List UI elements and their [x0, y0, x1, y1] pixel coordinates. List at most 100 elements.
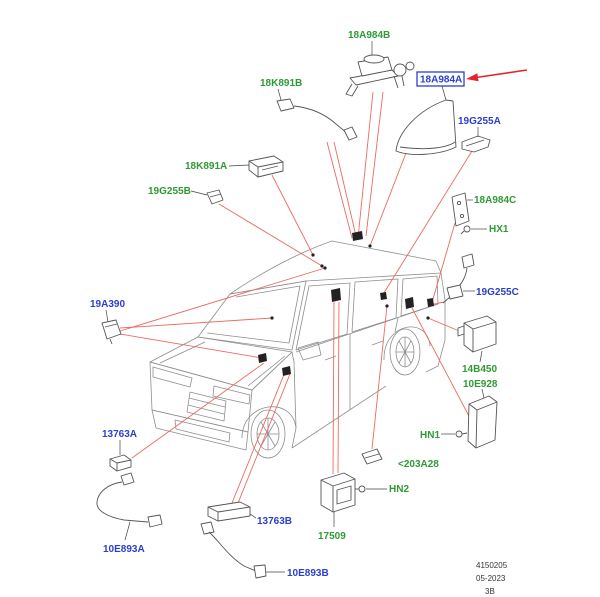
callout-19a390: 19A390: [90, 299, 125, 310]
callout-hn2: HN2: [389, 484, 409, 495]
car-windshield-inner: [206, 285, 301, 344]
leader-line: [231, 371, 286, 504]
part-19a390-stub: [104, 323, 118, 345]
part-19a390-body: [101, 319, 122, 340]
mount-point: [323, 266, 327, 270]
callout-18a984a: 18A984A: [420, 75, 462, 86]
car-roof: [229, 240, 442, 295]
callout-13763b: 13763B: [257, 516, 292, 527]
car-door-handles: [324, 340, 384, 361]
part-18a984c-bracket: [451, 192, 470, 227]
callout-18a984b: 18A984B: [348, 30, 390, 41]
car-rear-window: [351, 278, 399, 333]
part-18k891b: [276, 98, 358, 141]
mounting-points: [258, 231, 434, 376]
part-10e893b-harness: [200, 521, 267, 579]
part-hx1-screw: [460, 225, 471, 235]
leader-line: [131, 362, 265, 459]
part-17509-module: [320, 472, 356, 513]
part-19g255c: [442, 253, 475, 304]
part-19g255a-detail: [465, 139, 485, 147]
leader-line: [332, 301, 335, 475]
callout-19g255c: 19G255C: [476, 287, 519, 298]
car-front-bumper: [151, 409, 249, 451]
harness-connector: [253, 564, 267, 579]
pointer-line: [105, 309, 109, 323]
part-17509-edges: [320, 478, 356, 512]
part-17509-body: [320, 472, 356, 513]
leader-line: [119, 267, 326, 332]
mount-point: [385, 304, 389, 308]
part-13763a-body: [109, 454, 132, 472]
leader-line: [381, 150, 473, 297]
leader-line: [119, 317, 273, 329]
leader-line: [271, 174, 314, 256]
leader-line: [371, 305, 388, 450]
part-203a28-detail: [364, 453, 380, 459]
part-18a984c-hole: [456, 200, 462, 206]
callout-203a28: <203A28: [398, 459, 439, 470]
car-front-window: [295, 282, 351, 351]
pointer-line: [249, 513, 257, 519]
part-hn1-screw: [455, 430, 468, 438]
part-19g255b-body: [206, 189, 224, 205]
car-windshield: [197, 280, 307, 351]
part-10e928-module: [467, 395, 498, 449]
leader-line: [365, 91, 384, 237]
highlight-arrow: [466, 69, 528, 82]
pointer-line: [441, 85, 447, 101]
part-18a984b-bracket: [345, 75, 405, 97]
leader-line: [337, 301, 340, 474]
callout-labels: 18A984B 18A984A 18K891B 19G255A 18K891A …: [90, 30, 519, 579]
leader-line: [411, 307, 471, 419]
callout-18k891a: 18K891A: [185, 161, 227, 172]
callout-18a984c: 18A984C: [474, 195, 516, 206]
leader-line: [326, 141, 353, 239]
part-13763a-edges: [109, 458, 132, 471]
mount-bracket: [331, 288, 341, 302]
part-18k891b-cable: [293, 105, 349, 135]
pointer-line: [228, 164, 250, 167]
screw-shaft: [460, 230, 465, 235]
part-19g255c-connector: [461, 253, 475, 269]
callout-hn1: HN1: [420, 430, 440, 441]
car-front-wheel-arch: [241, 406, 297, 439]
part-14b450-module: [457, 315, 497, 353]
mount-connector: [380, 292, 387, 300]
harness-cable: [96, 481, 149, 523]
screw-shaft: [461, 432, 468, 435]
leader-line: [237, 373, 291, 504]
part-18k891b-end: [343, 126, 358, 141]
harness-connector: [120, 472, 135, 486]
callout-10e893a: 10E893A: [103, 544, 145, 555]
car-side-mirror: [297, 341, 322, 361]
car-rear-end: [425, 272, 446, 373]
drawing-footer: 4150205 05-2023 3B: [476, 561, 508, 596]
leader-line: [357, 91, 374, 239]
drawing-number: 4150205: [476, 561, 508, 570]
callout-14b450: 14B450: [462, 364, 497, 375]
callout-18k891b: 18K891B: [260, 78, 302, 89]
car-rear-rim-spokes: [396, 337, 414, 367]
mount-bracket: [405, 297, 414, 309]
leader-lines: [119, 91, 473, 504]
part-19g255a-body: [461, 135, 491, 153]
part-19g255b: [206, 189, 224, 205]
car-grille: [186, 391, 227, 422]
car-rocker: [291, 385, 387, 449]
components: [96, 54, 498, 579]
part-18k891a-edges: [248, 160, 284, 177]
part-10e928-edges: [468, 401, 498, 449]
mount-connector: [258, 353, 267, 363]
callout-19g255b: 19G255B: [148, 186, 191, 197]
part-18a984a-shark-fin: [395, 99, 457, 155]
pointer-line: [190, 190, 208, 196]
part-13763a: [109, 454, 132, 472]
harness-connector: [200, 521, 215, 535]
callout-19g255a: 19G255A: [458, 116, 501, 127]
screw-head: [358, 485, 366, 493]
highlight-arrow-head: [466, 73, 479, 82]
part-14b450-plug: [457, 325, 465, 337]
callout-13763a: 13763A: [102, 429, 137, 440]
